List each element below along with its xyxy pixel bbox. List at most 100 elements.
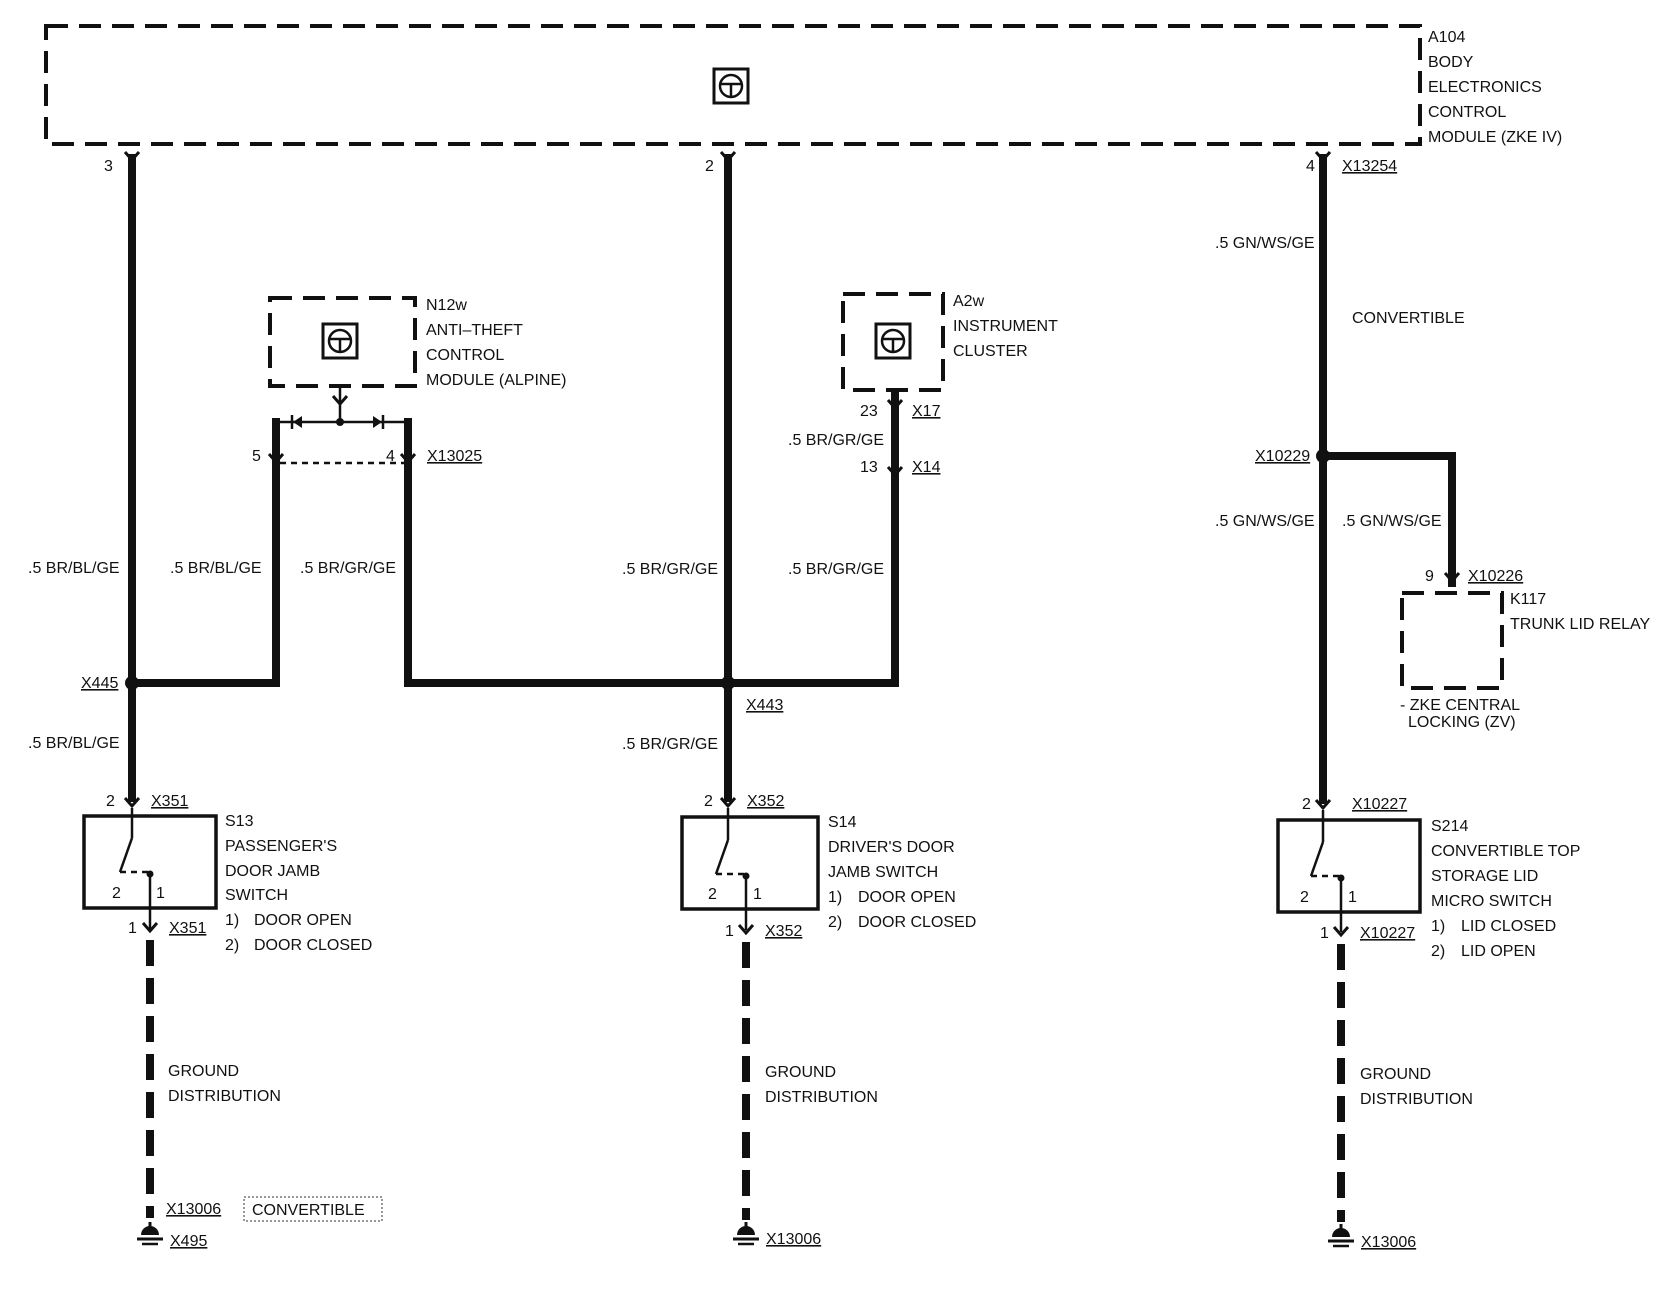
s14-state1: DOOR OPEN — [858, 889, 956, 906]
a104-line3: CONTROL — [1428, 104, 1506, 121]
ground-left: GROUND DISTRIBUTION X13006 CONVERTIBLE X… — [135, 940, 383, 1250]
wire-label-mid-top: .5 BR/GR/GE — [622, 561, 718, 578]
wire-x443-to-x14 — [724, 474, 899, 687]
s14-line2: JAMB SWITCH — [828, 864, 938, 881]
ground-middle: GROUND DISTRIBUTION X13006 — [731, 942, 878, 1248]
wire-label-a2w-long: .5 BR/GR/GE — [788, 561, 884, 578]
s214-int-1: 1 — [1348, 889, 1357, 906]
s214-state1: LID CLOSED — [1461, 918, 1556, 935]
x13025-pin-4: 4 — [386, 448, 395, 465]
k117-note1: - ZKE CENTRAL — [1400, 697, 1520, 714]
a104-pin-4: 4 — [1306, 158, 1315, 175]
s13-int-2: 2 — [112, 885, 121, 902]
wire-to-k117 — [1319, 452, 1456, 587]
connector-x13006-right: X13006 — [1361, 1234, 1416, 1251]
s13-n2: 2) — [225, 937, 239, 954]
connector-x351-top: X351 — [151, 793, 188, 810]
ground-mid-line2: DISTRIBUTION — [765, 1089, 878, 1106]
module-n12w: N12w ANTI–THEFT CONTROL MODULE (ALPINE) … — [170, 296, 732, 687]
diode-left-icon — [293, 416, 302, 428]
s14-n2: 2) — [828, 914, 842, 931]
a2w-line2: CLUSTER — [953, 343, 1028, 360]
connector-x13025: X13025 — [427, 448, 482, 465]
connector-x10227-bottom: X10227 — [1360, 925, 1415, 942]
ground-symbol-icon — [135, 1220, 165, 1246]
connector-x14: X14 — [912, 459, 941, 476]
connector-x17: X17 — [912, 403, 941, 420]
wire-label-right-mid: .5 GN/WS/GE — [1215, 513, 1315, 530]
a104-line4: MODULE (ZKE IV) — [1428, 129, 1562, 146]
connector-x495: X495 — [170, 1233, 207, 1250]
s13-line2: DOOR JAMB — [225, 863, 320, 880]
connector-x352-top: X352 — [747, 793, 784, 810]
x14-pin-13: 13 — [860, 459, 878, 476]
connector-x10227-top: X10227 — [1352, 796, 1407, 813]
switch-s13: 2 X351 2 1 S13 PASSENGER'S DOOR JAMB SWI… — [82, 793, 372, 954]
n12w-line2: CONTROL — [426, 347, 504, 364]
s214-id: S214 — [1431, 818, 1468, 835]
middle-circuit: 2 .5 BR/GR/GE X443 .5 BR/GR/GE — [622, 150, 899, 802]
s13-pin-bottom: 1 — [128, 920, 137, 937]
left-circuit: 3 .5 BR/BL/GE X445 .5 BR/BL/GE — [28, 150, 280, 802]
k117-id: K117 — [1510, 591, 1546, 608]
connector-x10226: X10226 — [1468, 568, 1523, 585]
s13-line1: PASSENGER'S — [225, 838, 337, 855]
s214-n1: 1) — [1431, 918, 1445, 935]
module-symbol-icon — [321, 322, 359, 360]
wire-label-left-bottom: .5 BR/BL/GE — [28, 735, 120, 752]
s14-state2: DOOR CLOSED — [858, 914, 976, 931]
ground-mid-line1: GROUND — [765, 1064, 836, 1081]
wire-label-n12-left: .5 BR/BL/GE — [170, 560, 262, 577]
a104-line1: BODY — [1428, 54, 1474, 71]
wire-label-relay: .5 GN/WS/GE — [1342, 513, 1442, 530]
s14-int-2: 2 — [708, 886, 717, 903]
connector-x13006-left: X13006 — [166, 1201, 221, 1218]
connector-x13254: X13254 — [1342, 158, 1397, 175]
s214-line3: MICRO SWITCH — [1431, 893, 1552, 910]
connector-x352-bottom: X352 — [765, 923, 802, 940]
connector-x445: X445 — [81, 675, 118, 692]
s14-n1: 1) — [828, 889, 842, 906]
connector-x443: X443 — [746, 697, 783, 714]
s13-state2: DOOR CLOSED — [254, 937, 372, 954]
module-a2w: A2w INSTRUMENT CLUSTER 23 X17 .5 BR/GR/G… — [788, 292, 1058, 578]
s14-line1: DRIVER'S DOOR — [828, 839, 955, 856]
s14-int-1: 1 — [753, 886, 762, 903]
right-circuit: 4 X13254 .5 GN/WS/GE CONVERTIBLE X10229 … — [1215, 150, 1523, 804]
wire-x13025-to-x443 — [404, 462, 732, 687]
wire-x445-to-x13025 — [128, 462, 280, 687]
s14-pin-top: 2 — [704, 793, 713, 810]
n12w-id: N12w — [426, 297, 467, 314]
label-convertible-top: CONVERTIBLE — [1352, 310, 1465, 327]
s214-line2: STORAGE LID — [1431, 868, 1538, 885]
k117-note2: LOCKING (ZV) — [1408, 714, 1516, 731]
switch-s14: 2 X352 2 1 S14 DRIVER'S DOOR JAMB SWITCH… — [680, 793, 976, 940]
connector-x10229: X10229 — [1255, 448, 1310, 465]
module-symbol-icon — [712, 67, 750, 105]
connector-x13006-mid: X13006 — [766, 1231, 821, 1248]
s13-n1: 1) — [225, 912, 239, 929]
switch-s214: 2 X10227 2 1 S214 CONVERTIBLE TOP STORAG… — [1276, 796, 1580, 960]
x13025-pin-5: 5 — [252, 448, 261, 465]
ground-symbol-icon — [731, 1220, 761, 1246]
s214-pin-bottom: 1 — [1320, 925, 1329, 942]
connector-x351-bottom: X351 — [169, 920, 206, 937]
wire-label-left-top: .5 BR/BL/GE — [28, 560, 120, 577]
s14-pin-bottom: 1 — [725, 923, 734, 940]
a104-pin-2: 2 — [705, 158, 714, 175]
a104-pin-3: 3 — [104, 158, 113, 175]
s214-line1: CONVERTIBLE TOP — [1431, 843, 1580, 860]
relay-k117: K117 TRUNK LID RELAY - ZKE CENTRAL LOCKI… — [1400, 591, 1651, 731]
module-a104: A104 BODY ELECTRONICS CONTROL MODULE (ZK… — [44, 24, 1562, 146]
s214-state2: LID OPEN — [1461, 943, 1536, 960]
s13-line3: SWITCH — [225, 887, 288, 904]
k117-line1: TRUNK LID RELAY — [1510, 616, 1651, 633]
x17-pin-23: 23 — [860, 403, 878, 420]
diode-right-icon — [373, 416, 382, 428]
label-convertible-bottom: CONVERTIBLE — [252, 1202, 365, 1219]
a104-id: A104 — [1428, 29, 1465, 46]
s13-int-1: 1 — [156, 885, 165, 902]
s214-int-2: 2 — [1300, 889, 1309, 906]
ground-left-line1: GROUND — [168, 1063, 239, 1080]
